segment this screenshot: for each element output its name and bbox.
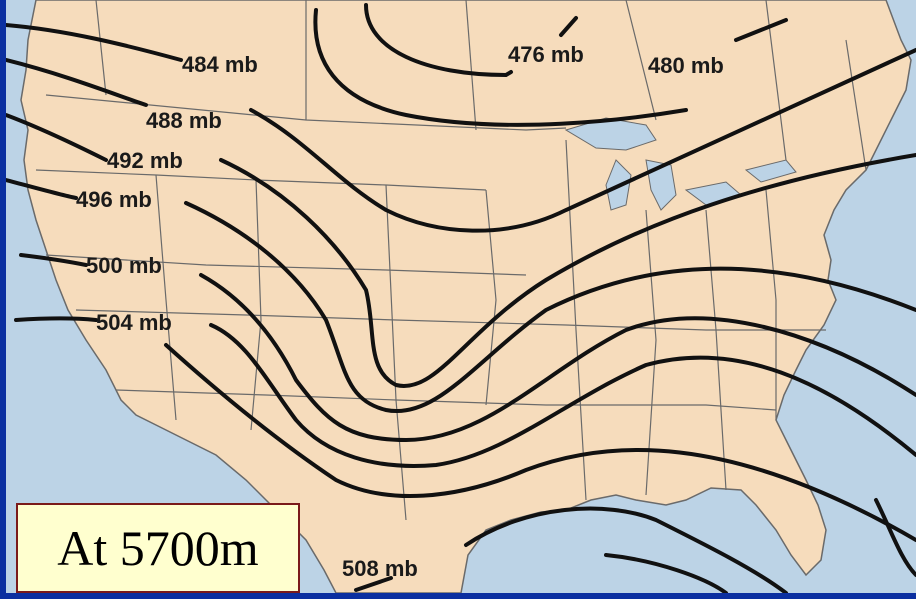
great-lakes [564, 117, 797, 211]
label-500: 500 mb [86, 253, 162, 278]
contour-500-east [199, 273, 916, 443]
upper-air-map: 484 mb 476 mb 480 mb 488 mb 492 mb 496 m… [6, 0, 916, 593]
contour-496-east [184, 201, 916, 414]
contour-lines [6, 3, 916, 593]
contour-508-a [164, 343, 916, 542]
land-mass [20, 0, 912, 593]
contour-516 [874, 498, 916, 577]
contour-484 [6, 23, 183, 62]
label-504: 504 mb [96, 310, 172, 335]
contour-508-b [464, 506, 788, 593]
contour-512 [604, 553, 728, 593]
contour-496 [6, 178, 78, 200]
label-476: 476 mb [508, 42, 584, 67]
contour-484-east [313, 8, 688, 127]
label-492: 492 mb [107, 148, 183, 173]
label-480: 480 mb [648, 53, 724, 78]
altitude-caption: At 5700m [57, 520, 259, 576]
label-508: 508 mb [342, 556, 418, 581]
altitude-caption-box: At 5700m [16, 503, 300, 593]
contour-488-east [249, 48, 916, 233]
contour-480 [734, 18, 788, 42]
contour-476 [364, 3, 513, 78]
contour-504 [14, 316, 98, 322]
label-496: 496 mb [76, 187, 152, 212]
contour-492 [6, 113, 108, 162]
label-484: 484 mb [182, 52, 258, 77]
contour-492-east [219, 153, 916, 389]
contour-504-east [209, 323, 916, 468]
label-488: 488 mb [146, 108, 222, 133]
contour-476-tail [559, 16, 578, 37]
contour-488 [6, 58, 148, 107]
contour-500 [19, 253, 88, 267]
contour-508-c [354, 576, 393, 592]
